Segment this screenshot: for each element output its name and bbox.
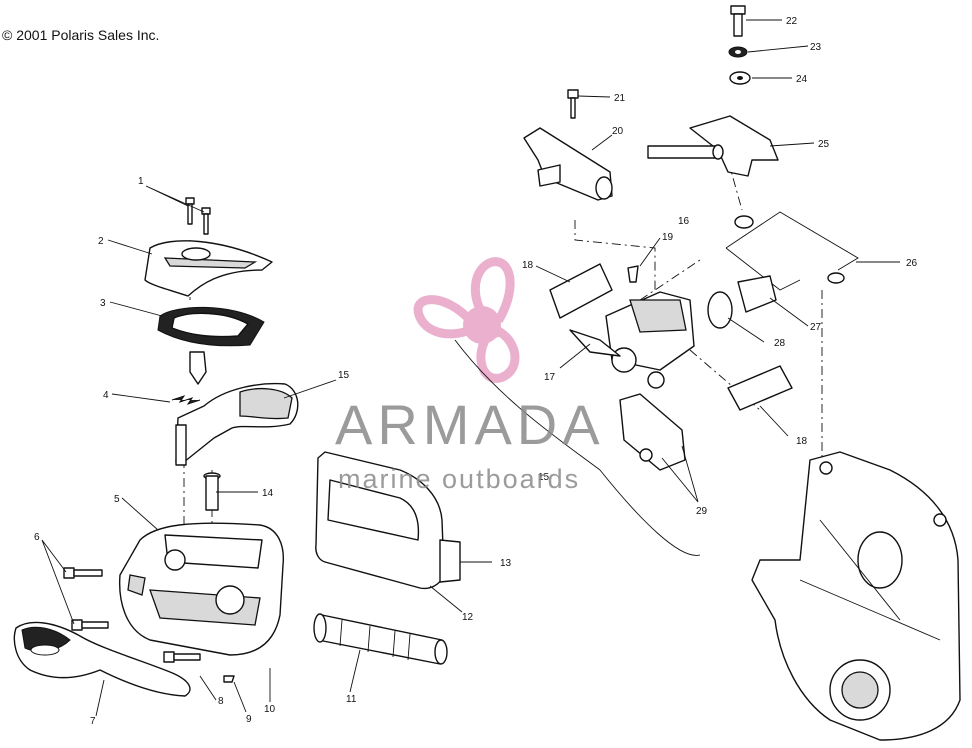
callout-labels: 1 2 3 4 5 6 7 8 9 10 11 12 13 14 15 15 1… xyxy=(34,16,918,727)
armada-watermark: ARMADA marine outboards xyxy=(335,393,605,494)
main-housing xyxy=(118,522,285,656)
callout-18: 18 xyxy=(522,260,534,271)
callout-8: 8 xyxy=(218,696,224,707)
mounting-clamp xyxy=(619,393,686,471)
top-cover xyxy=(144,240,273,297)
callout-12: 12 xyxy=(462,612,474,623)
heat-shields xyxy=(549,263,793,411)
cable-housing xyxy=(605,291,695,389)
callout-15b: 15 xyxy=(538,472,550,483)
callout-21: 21 xyxy=(614,93,626,104)
callout-11: 11 xyxy=(346,694,357,705)
callout-5: 5 xyxy=(114,494,120,505)
callout-19: 19 xyxy=(662,232,674,243)
screw-1 xyxy=(185,197,211,235)
watermark-brand: ARMADA xyxy=(335,393,605,456)
copyright-notice: © 2001 Polaris Sales Inc. xyxy=(2,27,160,43)
callout-29: 29 xyxy=(696,506,708,517)
callout-20: 20 xyxy=(612,126,624,137)
callout-1: 1 xyxy=(138,176,144,187)
bolt-washers xyxy=(728,5,751,85)
pivot-pin xyxy=(203,472,221,511)
callout-23: 23 xyxy=(810,42,822,53)
plunger-spring xyxy=(171,351,207,405)
housing-screws xyxy=(63,567,201,663)
throttle-sleeve xyxy=(313,613,448,665)
handlebar-guard xyxy=(725,211,859,291)
cable-adapter xyxy=(523,127,613,201)
watermark-tagline: marine outboards xyxy=(338,464,580,494)
callout-6: 6 xyxy=(34,532,40,543)
engine-housing xyxy=(751,451,961,741)
callout-14: 14 xyxy=(262,488,274,499)
throttle-lever xyxy=(175,382,299,466)
callout-10: 10 xyxy=(264,704,276,715)
callout-15: 15 xyxy=(338,370,350,381)
callout-2: 2 xyxy=(98,236,104,247)
screw-21 xyxy=(567,89,579,119)
mounting-bracket xyxy=(647,115,779,177)
callout-22: 22 xyxy=(786,16,798,27)
callout-26: 26 xyxy=(906,258,918,269)
callout-18b: 18 xyxy=(796,436,808,447)
armada-propeller-logo xyxy=(413,257,520,383)
callout-27: 27 xyxy=(810,322,822,333)
leader-lines xyxy=(41,19,900,717)
clip xyxy=(223,675,235,683)
callout-9: 9 xyxy=(246,714,252,725)
side-cover-plate xyxy=(315,451,461,590)
callout-25: 25 xyxy=(818,139,830,150)
small-pin xyxy=(627,265,639,283)
callout-4: 4 xyxy=(103,390,109,401)
callout-3: 3 xyxy=(100,298,106,309)
callout-13: 13 xyxy=(500,558,512,569)
sleeve-ring xyxy=(707,275,777,329)
brake-lever xyxy=(13,621,191,697)
callout-7: 7 xyxy=(90,716,96,727)
callout-16: 16 xyxy=(678,216,690,227)
callout-28: 28 xyxy=(774,338,786,349)
gasket-plate xyxy=(157,306,265,347)
callout-24: 24 xyxy=(796,74,808,85)
callout-17: 17 xyxy=(544,372,556,383)
